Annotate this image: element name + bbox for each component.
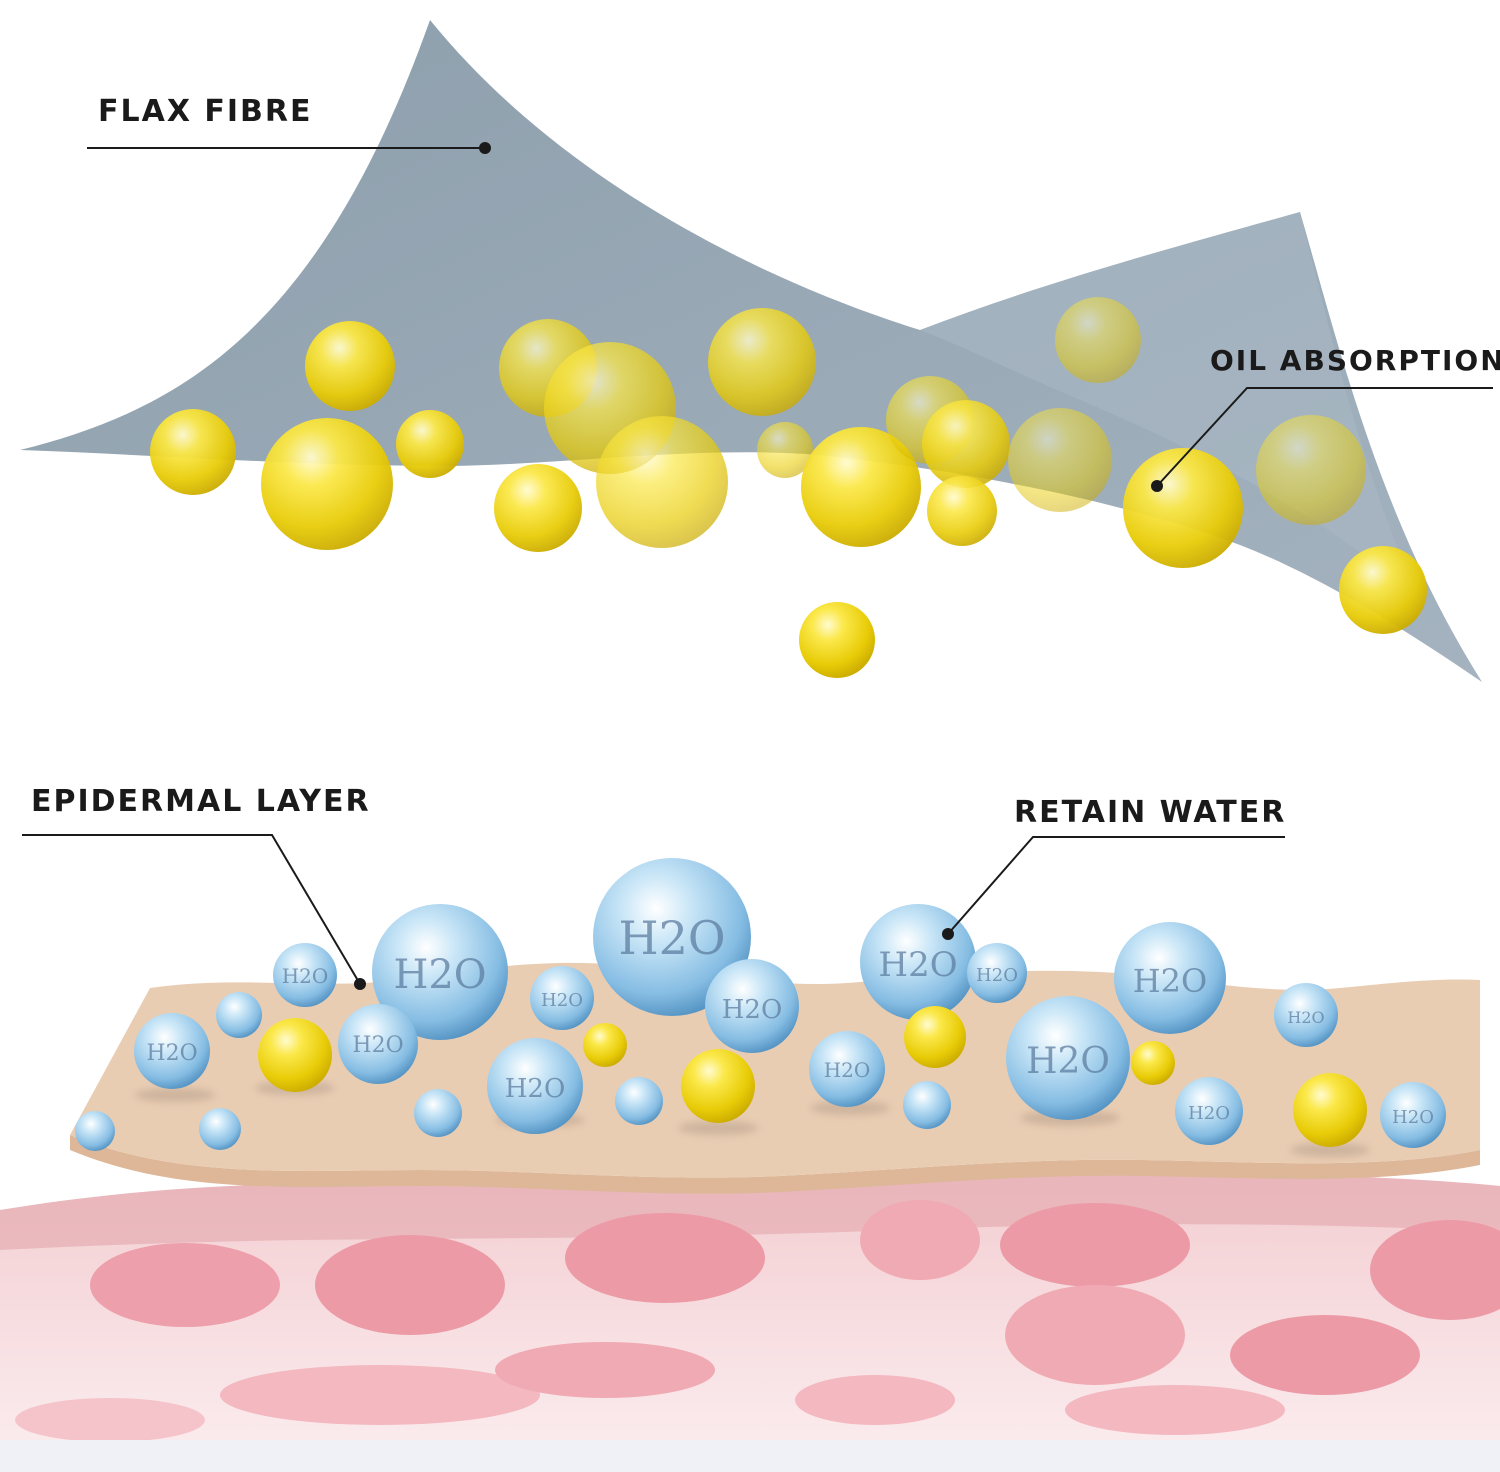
oil-droplet — [1123, 448, 1243, 568]
svg-text:H2O: H2O — [722, 995, 783, 1025]
svg-text:H2O: H2O — [976, 965, 1018, 986]
svg-text:H2O: H2O — [1392, 1107, 1434, 1128]
oil-droplets — [150, 297, 1427, 678]
flax-fibre-label: FLAX FIBRE — [98, 94, 313, 129]
oil-droplet — [305, 321, 395, 411]
svg-text:H2O: H2O — [1287, 1008, 1324, 1027]
svg-text:H2O: H2O — [824, 1058, 871, 1082]
tissue-cell — [90, 1243, 280, 1327]
water-droplet — [134, 1013, 210, 1089]
svg-text:H2O: H2O — [352, 1033, 403, 1058]
svg-text:H2O: H2O — [146, 1041, 197, 1066]
oil-droplet — [258, 1018, 332, 1092]
oil-droplet — [757, 422, 813, 478]
epidermal-layer-leader-dot — [354, 978, 366, 990]
oil-droplet — [681, 1049, 755, 1123]
water-droplet — [487, 1038, 583, 1134]
leader-lines — [22, 147, 1493, 985]
tissue-cell — [495, 1342, 715, 1398]
water-droplet — [338, 1004, 418, 1084]
oil-droplet — [708, 308, 816, 416]
water-droplet — [1114, 922, 1226, 1034]
tissue-cell — [1370, 1220, 1500, 1320]
water-droplet — [75, 1111, 115, 1151]
water-droplet — [414, 1089, 462, 1137]
svg-text:H2O: H2O — [505, 1074, 566, 1104]
svg-text:H2O: H2O — [393, 952, 486, 998]
retain-water-leader-dot — [942, 928, 954, 940]
oil-droplet — [583, 1023, 627, 1067]
oil-droplet — [904, 1006, 966, 1068]
water-droplet — [593, 858, 751, 1016]
water-droplet — [903, 1081, 951, 1129]
oil-absorption-label: OIL ABSORPTION — [1210, 344, 1500, 377]
svg-text:H2O: H2O — [541, 990, 583, 1011]
tissue-cell — [1065, 1385, 1285, 1435]
water-droplet — [1175, 1077, 1243, 1145]
oil-droplet — [801, 427, 921, 547]
oil-droplet — [1008, 408, 1112, 512]
svg-text:H2O: H2O — [282, 964, 329, 988]
oil-absorption-leader — [1156, 387, 1493, 487]
water-droplet — [1274, 983, 1338, 1047]
tissue-cell — [220, 1365, 540, 1425]
epidermal-layer-label: EPIDERMAL LAYER — [31, 784, 371, 819]
water-droplet — [967, 943, 1027, 1003]
oil-droplet — [927, 476, 997, 546]
svg-text:H2O: H2O — [1133, 962, 1208, 1000]
svg-text:H2O: H2O — [1026, 1041, 1110, 1082]
svg-text:H2O: H2O — [1188, 1103, 1230, 1124]
svg-text:H2O: H2O — [618, 911, 725, 965]
retain-water-leader — [947, 836, 1285, 935]
water-droplet — [530, 966, 594, 1030]
oil-droplet — [396, 410, 464, 478]
tissue-cell — [1005, 1285, 1185, 1385]
oil-droplet — [150, 409, 236, 495]
water-droplet — [705, 959, 799, 1053]
retain-water-label: RETAIN WATER — [1014, 795, 1287, 830]
tissue-cell — [1230, 1315, 1420, 1395]
tissue-cell — [565, 1213, 765, 1303]
water-droplet — [615, 1077, 663, 1125]
oil-absorption-leader-dot — [1151, 480, 1163, 492]
oil-droplet — [494, 464, 582, 552]
oil-droplet — [1293, 1073, 1367, 1147]
water-droplet — [1380, 1082, 1446, 1148]
oil-droplet — [1339, 546, 1427, 634]
oil-droplet — [1131, 1041, 1175, 1085]
oil-droplet — [799, 602, 875, 678]
flax-fibre-leader-dot — [479, 142, 491, 154]
tissue-cell — [15, 1398, 205, 1442]
water-droplet — [273, 943, 337, 1007]
skin-droplets: H2O H2O H2O H2O H2O H2O H2O H2O H2O H2O … — [75, 858, 1446, 1157]
tissue-cell — [860, 1200, 980, 1280]
water-droplet — [216, 992, 262, 1038]
tissue-cell — [315, 1235, 505, 1335]
tissue-cell — [1000, 1203, 1190, 1287]
epidermal-layer-leader — [22, 834, 361, 985]
water-droplet — [372, 904, 508, 1040]
svg-text:H2O: H2O — [878, 945, 957, 985]
water-droplet — [199, 1108, 241, 1150]
oil-droplet — [1055, 297, 1141, 383]
oil-droplet — [1256, 415, 1366, 525]
oil-droplet — [922, 400, 1010, 488]
water-droplet — [809, 1031, 885, 1107]
water-droplet — [1006, 996, 1130, 1120]
oil-droplet — [596, 416, 728, 548]
tissue-cell — [795, 1375, 955, 1425]
dermis-layer — [0, 1169, 1500, 1472]
oil-droplet — [261, 418, 393, 550]
